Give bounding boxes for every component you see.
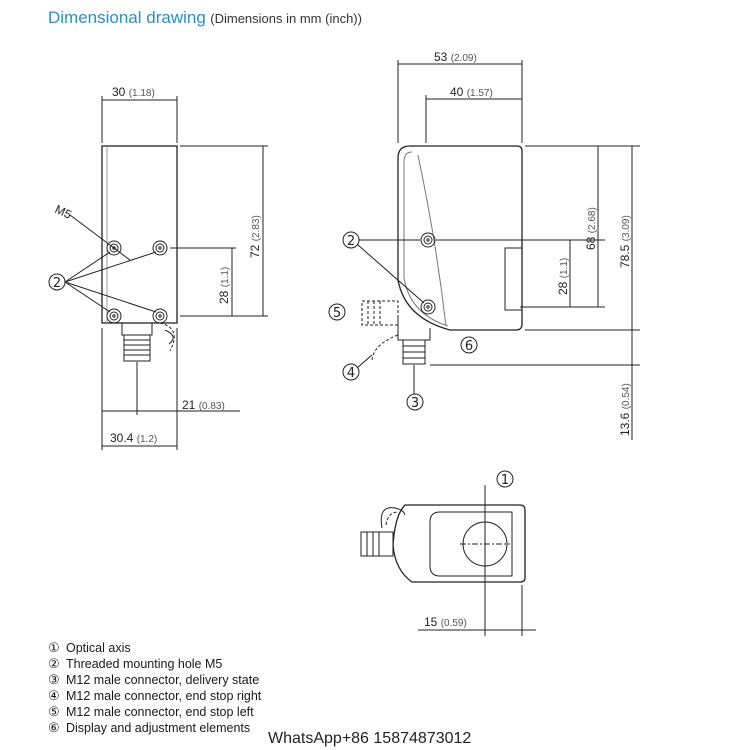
legend-text: Display and adjustment elements — [66, 721, 251, 735]
title-main: Dimensional drawing — [48, 8, 206, 27]
front-hole-top-right — [152, 240, 168, 256]
callout-2-front: 2 — [53, 276, 61, 291]
dim-front-height: 72 (2.83) — [248, 215, 262, 258]
drawing-title: Dimensional drawing (Dimensions in mm (i… — [48, 8, 362, 28]
top-view — [360, 485, 536, 636]
front-hole-bottom-left — [106, 308, 122, 324]
callout-5: 5 — [333, 306, 341, 321]
front-view — [64, 96, 268, 450]
thread-label: M5 — [53, 202, 74, 222]
dim-side-height: 68 (2.68) — [584, 207, 598, 250]
front-hole-bottom-right — [152, 308, 168, 324]
legend-text: M12 male connector, delivery state — [66, 673, 260, 687]
side-hole-bottom — [420, 299, 436, 315]
side-connector-left — [361, 300, 399, 326]
legend-text: Optical axis — [66, 641, 131, 655]
callout-3: 3 — [411, 396, 419, 411]
callout-4: 4 — [347, 366, 355, 381]
side-view — [356, 60, 640, 440]
dim-side-holes: 28 (1.1) — [556, 258, 570, 295]
title-sub: (Dimensions in mm (inch)) — [210, 11, 362, 26]
dim-front-holes: 28 (1.1) — [217, 267, 231, 304]
dim-side-overall: 53 (2.09) — [434, 50, 477, 64]
side-hole-top — [420, 232, 436, 248]
callout-2-side: 2 — [347, 234, 355, 249]
dim-front-overall: 30.4 (1.2) — [110, 431, 157, 445]
dim-top-axis: 15 (0.59) — [424, 615, 467, 629]
dim-front-width: 30 (1.18) — [112, 85, 155, 99]
front-connector — [121, 322, 175, 362]
side-connector-delivery — [397, 318, 431, 365]
dim-front-connector: 21 (0.83) — [182, 398, 225, 412]
legend-text: M12 male connector, end stop right — [66, 689, 262, 703]
dim-side-connector: 13.6 (0.54) — [618, 383, 632, 436]
callout-6: 6 — [465, 339, 473, 354]
dim-side-total: 78.5 (3.09) — [618, 215, 632, 268]
legend-text: M12 male connector, end stop left — [66, 705, 254, 719]
watermark-contact: WhatsApp+86 15874873012 — [268, 730, 472, 747]
callout-1: 1 — [501, 473, 509, 488]
front-hole-top-left — [106, 240, 122, 256]
dim-side-body: 40 (1.57) — [450, 85, 493, 99]
top-connector — [360, 507, 406, 557]
legend-text: Threaded mounting hole M5 — [66, 657, 223, 671]
